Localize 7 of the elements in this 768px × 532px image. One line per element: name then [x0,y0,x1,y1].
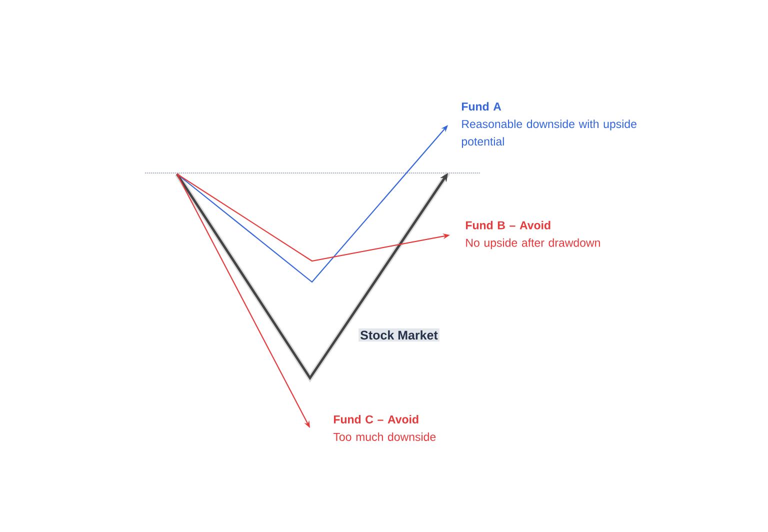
callout-text: Reasonable downside with upside potential [462,120,636,148]
callout-heading: Fund B – Avoid [466,220,550,230]
line-label: Stock Market [358,328,440,342]
callout-heading: Fund C – Avoid [334,415,418,424]
callout-text: Too much downside [333,432,436,441]
callout-text: No upside after drawdown [466,238,600,250]
callout-heading: Fund A [462,102,502,111]
